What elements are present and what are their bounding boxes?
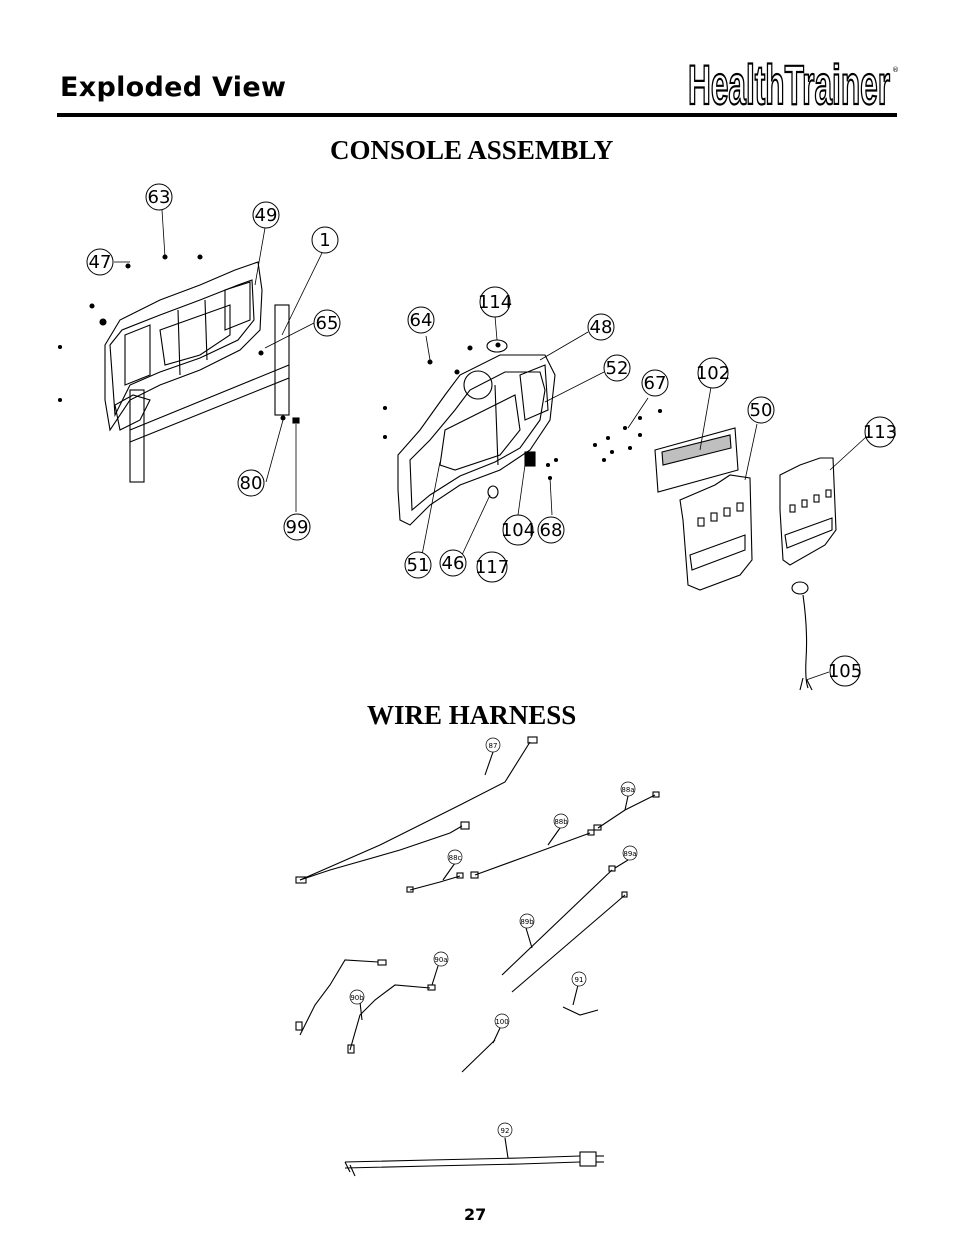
svg-text:51: 51 xyxy=(407,555,430,576)
svg-text:®: ® xyxy=(892,66,899,74)
wire-harness-90a xyxy=(295,959,439,1051)
svg-text:90a: 90a xyxy=(434,956,447,964)
callout-52: 52 xyxy=(603,354,631,382)
header-rule xyxy=(57,113,897,117)
logo-text: HealthTrainer xyxy=(688,54,890,112)
svg-text:48: 48 xyxy=(590,317,613,338)
svg-text:113: 113 xyxy=(863,422,897,443)
callout-68: 68 xyxy=(537,516,565,544)
callout-88a: 88a xyxy=(620,781,636,797)
console-overlay-50 xyxy=(679,474,753,591)
wire-harness-88b xyxy=(470,827,595,879)
callout-46: 46 xyxy=(439,549,467,577)
svg-text:67: 67 xyxy=(644,373,667,394)
circuit-board xyxy=(654,427,739,493)
page-number: 27 xyxy=(464,1205,487,1224)
console-front-bezel xyxy=(397,354,556,526)
heart-rate-sensor-cable xyxy=(791,581,813,691)
svg-text:64: 64 xyxy=(410,310,433,331)
callout-102: 102 xyxy=(696,357,730,389)
callout-113: 113 xyxy=(863,416,897,448)
svg-text:80: 80 xyxy=(240,473,263,494)
callout-90a: 90a xyxy=(433,951,449,967)
callout-49: 49 xyxy=(252,201,280,229)
callout-48: 48 xyxy=(587,313,615,341)
svg-text:68: 68 xyxy=(540,520,563,541)
wire-harness-89b xyxy=(525,927,533,949)
svg-text:89a: 89a xyxy=(623,850,636,858)
console-overlay-113 xyxy=(779,457,837,566)
callout-88c: 88c xyxy=(447,849,463,865)
svg-text:105: 105 xyxy=(828,661,862,682)
svg-text:52: 52 xyxy=(606,358,629,379)
svg-text:92: 92 xyxy=(501,1127,510,1135)
console-mast-tubes xyxy=(129,304,290,483)
ring-117 xyxy=(487,485,499,499)
healthtrainer-logo: HealthTrainer ® xyxy=(688,54,899,112)
wire-harness-88c xyxy=(406,862,464,893)
callout-65: 65 xyxy=(313,309,341,337)
svg-text:102: 102 xyxy=(696,363,730,384)
callout-99: 99 xyxy=(283,513,311,541)
svg-text:46: 46 xyxy=(442,553,465,574)
wire-harness-100 xyxy=(461,1027,501,1073)
callout-89b: 89b xyxy=(519,913,535,929)
callout-51: 51 xyxy=(404,551,432,579)
wire-callouts: 87 88a 88b 88c 89a 89b 90a 90b 91 100 92 xyxy=(349,737,638,1138)
svg-text:65: 65 xyxy=(316,313,339,334)
svg-text:104: 104 xyxy=(501,520,535,541)
board-screws xyxy=(592,408,663,463)
leader-lines xyxy=(114,209,867,681)
callout-114: 114 xyxy=(478,286,512,318)
svg-text:1: 1 xyxy=(319,230,330,251)
callout-47: 47 xyxy=(86,248,114,276)
callout-80: 80 xyxy=(237,469,265,497)
callout-1: 1 xyxy=(311,226,339,254)
svg-text:89b: 89b xyxy=(520,918,534,926)
power-cord-92 xyxy=(344,1137,604,1177)
callout-89a: 89a xyxy=(622,845,638,861)
callout-92: 92 xyxy=(497,1122,513,1138)
svg-text:99: 99 xyxy=(286,517,309,538)
callout-117: 117 xyxy=(475,551,509,583)
page-title: Exploded View xyxy=(60,72,287,103)
callout-50: 50 xyxy=(747,396,775,424)
svg-text:63: 63 xyxy=(148,187,171,208)
svg-text:47: 47 xyxy=(89,252,112,273)
console-assembly-title: CONSOLE ASSEMBLY xyxy=(330,135,614,165)
wire-harness-91 xyxy=(562,984,599,1016)
svg-text:49: 49 xyxy=(255,205,278,226)
callout-63: 63 xyxy=(145,183,173,211)
svg-text:88a: 88a xyxy=(621,786,634,794)
svg-text:114: 114 xyxy=(478,292,512,313)
callout-67: 67 xyxy=(641,369,669,397)
svg-text:91: 91 xyxy=(575,976,584,984)
callout-90b: 90b xyxy=(349,989,365,1005)
svg-text:90b: 90b xyxy=(350,994,364,1002)
callout-91: 91 xyxy=(571,971,587,987)
rear-console-panel xyxy=(104,261,263,432)
console-callouts: 63 49 1 47 65 80 99 64 114 48 52 67 102 … xyxy=(86,183,897,687)
svg-text:88b: 88b xyxy=(554,818,568,826)
callout-105: 105 xyxy=(828,655,862,687)
wire-harness-88a xyxy=(593,791,660,831)
svg-text:117: 117 xyxy=(475,557,509,578)
callout-100: 100 xyxy=(494,1013,510,1029)
wire-harness-90b xyxy=(347,1001,363,1054)
svg-text:50: 50 xyxy=(750,400,773,421)
wire-harness-title: WIRE HARNESS xyxy=(367,700,577,730)
console-bolts-mid xyxy=(382,342,559,481)
callout-64: 64 xyxy=(407,306,435,334)
wire-harness-87 xyxy=(295,736,538,884)
svg-text:100: 100 xyxy=(495,1018,508,1026)
callout-104: 104 xyxy=(501,514,535,546)
callout-87: 87 xyxy=(485,737,501,753)
wire-harness-89a xyxy=(501,859,629,993)
svg-text:88c: 88c xyxy=(449,854,462,862)
callout-88b: 88b xyxy=(553,813,569,829)
svg-text:87: 87 xyxy=(489,742,498,750)
